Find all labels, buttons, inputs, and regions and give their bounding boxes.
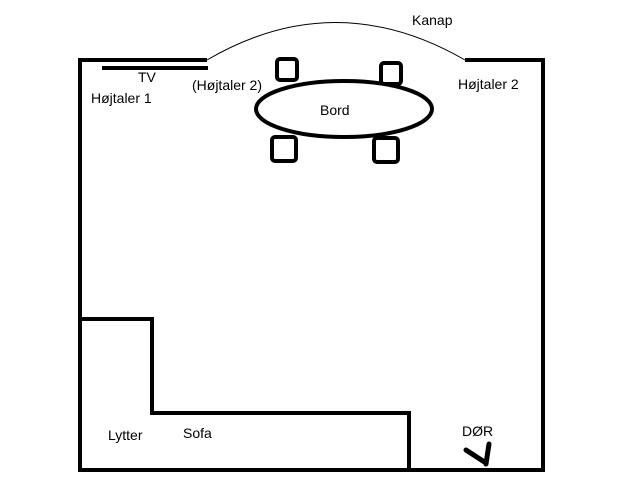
- speaker-2-label: Højtaler 2: [458, 76, 519, 92]
- table-label: Bord: [320, 102, 350, 118]
- table-ellipse: [254, 79, 434, 139]
- door-label: DØR: [462, 423, 493, 439]
- chair-bottom-right: [372, 136, 400, 164]
- listener-label: Lytter: [108, 427, 143, 443]
- chair-top-right: [379, 61, 403, 86]
- chair-bottom-left: [270, 135, 298, 163]
- tv-label: TV: [138, 69, 157, 85]
- kanap-label: Kanap: [412, 12, 453, 28]
- arrow-down-right-icon: [463, 441, 492, 467]
- chair-top-left: [275, 57, 299, 82]
- sofa-outline: [80, 317, 411, 468]
- speaker-2-paren-label: (Højtaler 2): [192, 77, 262, 93]
- kanap-arc: [206, 22, 466, 61]
- room-wall: [78, 58, 545, 472]
- speaker-1-label: Højtaler 1: [91, 90, 152, 106]
- sofa-label: Sofa: [183, 425, 212, 441]
